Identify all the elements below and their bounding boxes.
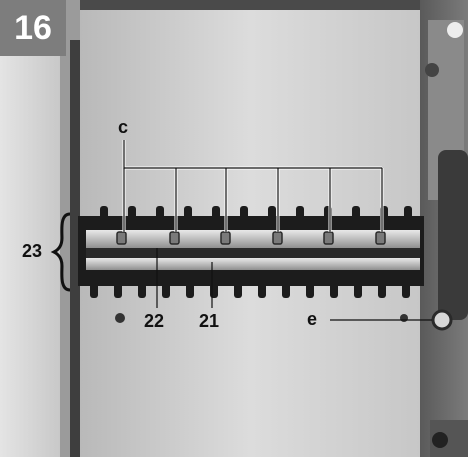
plate-hole [115,313,125,323]
callout-23: 23 [22,241,43,261]
callout-22: 22 [144,311,165,331]
callout-lines [123,140,432,321]
screws [116,231,386,245]
plate-hole [400,314,408,322]
clamp-bar [86,230,420,248]
guide-rail [86,258,420,270]
knob [431,309,453,331]
callout-21: 21 [199,311,220,331]
callout-c: c [118,117,129,137]
figure-number: 16 [0,0,66,56]
brace-23 [50,212,71,292]
callout-e: e [307,309,318,329]
